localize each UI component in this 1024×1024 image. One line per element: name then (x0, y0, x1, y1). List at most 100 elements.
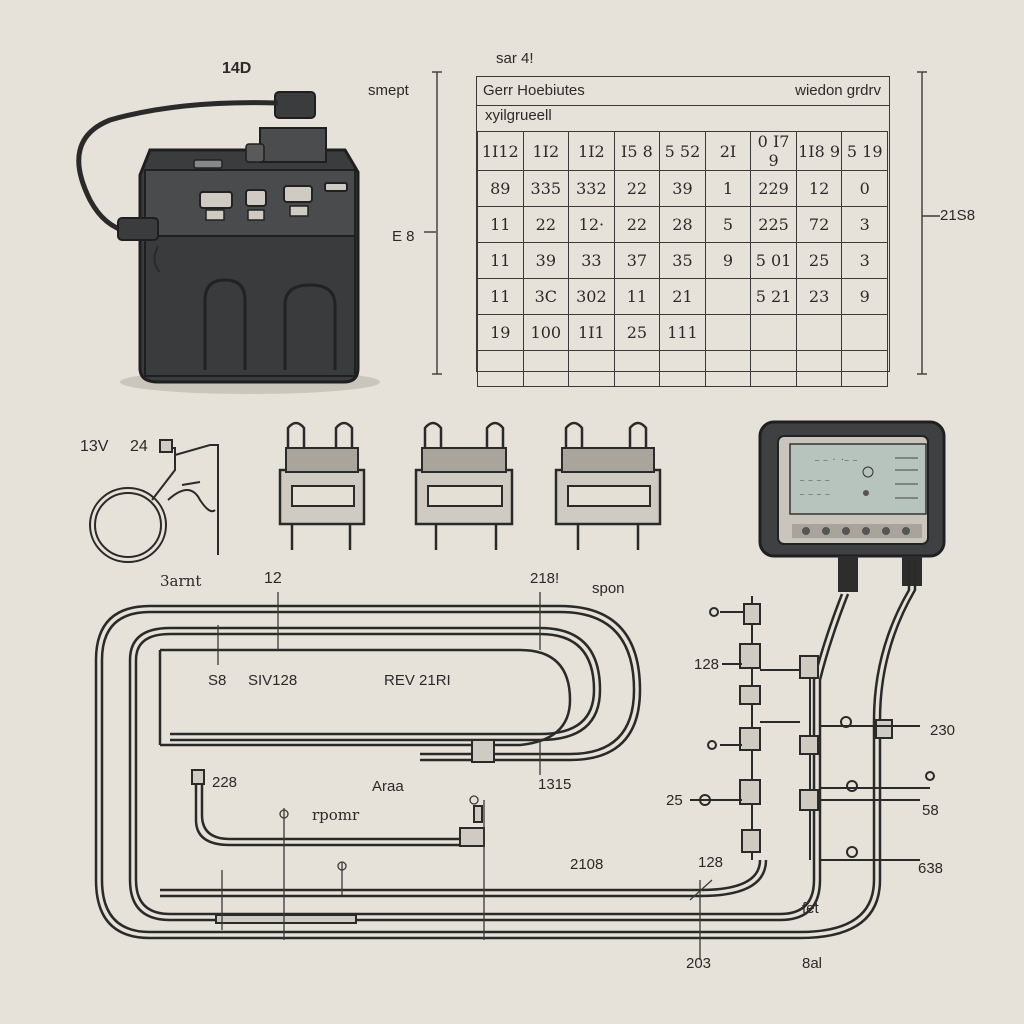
table-cell: 21 (659, 278, 706, 315)
table-header-right: wiedon grdrv (795, 82, 881, 99)
table-cell: 89 (477, 170, 524, 207)
table-cell (750, 314, 797, 351)
connector-label-58: 58 (922, 802, 939, 819)
column-header: 1I2 (522, 131, 570, 171)
table-cell: 25 (795, 242, 843, 279)
connector-label-128: 128 (694, 656, 720, 673)
table-dim-label: 21S8 (940, 207, 976, 224)
rpomr-label: rpomr (312, 806, 360, 824)
table-cell: 111 (659, 314, 706, 351)
table-cell: 37 (613, 242, 661, 279)
smept-label: smept (368, 82, 409, 99)
table-cell: 11 (613, 278, 661, 315)
column-header: 1I8 9 (795, 131, 843, 171)
table-cell: 5 21 (750, 278, 797, 315)
table-cell: 5 (704, 206, 752, 243)
label-203: 203 (686, 955, 712, 972)
table-cell: 25 (613, 314, 661, 351)
table-header: Gerr Hoebiutes wiedon grdrv (477, 77, 889, 106)
table-cell: 3 (841, 242, 888, 279)
fuse-block-2 (414, 421, 514, 550)
label-128: 128 (698, 854, 724, 871)
table-column-headers: 1I12 1I2 1I2 I5 8 5 52 2I 0 I7 9 1I8 9 5… (477, 131, 888, 171)
table-cell: 39 (522, 242, 570, 279)
top-title-label: sar 4! (496, 50, 534, 67)
label-12: 12 (264, 570, 282, 587)
table-header-left: Gerr Hoebiutes (483, 82, 585, 99)
label-218: 218! (530, 570, 560, 587)
column-header: 5 19 (841, 131, 888, 171)
table-cell: 11 (477, 206, 524, 243)
table-cell: 0 (841, 170, 888, 207)
table-cell (841, 314, 888, 351)
table-cell: 1 (704, 170, 752, 207)
fuse-block-1 (278, 421, 366, 550)
table-cell (477, 350, 524, 387)
coil-label-b: 24 (130, 438, 148, 455)
table-cell: 1I1 (568, 314, 615, 351)
svg-text:— — — —: — — — — (800, 476, 830, 484)
table-cell: 19 (477, 314, 524, 351)
column-header: 1I2 (568, 131, 615, 171)
table-cell (568, 350, 615, 387)
connector-label-25: 25 (666, 792, 683, 809)
battery (76, 91, 380, 394)
coil-label-a: 13V (80, 438, 109, 455)
battery-label: 14D (222, 60, 252, 77)
column-header: 1I12 (477, 131, 524, 171)
data-table: Gerr Hoebiutes wiedon grdrv xyilgrueell … (476, 76, 890, 387)
table-cell: 302 (568, 278, 615, 315)
table-cell: 11 (477, 278, 524, 315)
table-cell: 22 (522, 206, 570, 243)
connector-label-230: 230 (930, 722, 956, 739)
table-cell: 33 (568, 242, 615, 279)
table-cell: 332 (568, 170, 615, 207)
rev-label: REV 21RI (384, 672, 451, 689)
table-cell (795, 350, 843, 387)
dimension-lines (424, 71, 940, 375)
table-cell: 225 (750, 206, 797, 243)
column-header: I5 8 (613, 131, 661, 171)
table-cell (704, 350, 752, 387)
table-cell: 335 (522, 170, 570, 207)
table-cell: 12· (568, 206, 615, 243)
table-cell: 5 01 (750, 242, 797, 279)
connector-label-638: 638 (918, 860, 944, 877)
table-cell (659, 350, 706, 387)
label-2108: 2108 (570, 856, 604, 873)
table-cell (704, 278, 752, 315)
loop-connectors (191, 739, 495, 924)
table-subheader: xyilgrueell (485, 107, 552, 124)
table-cell (750, 350, 797, 387)
table-cell: 12 (795, 170, 843, 207)
column-header: 5 52 (659, 131, 706, 171)
svg-text:— — · ·— —: — — · ·— — (815, 456, 858, 464)
table-cell: 100 (522, 314, 570, 351)
column-header: 0 I7 9 (750, 131, 797, 171)
table-cell: 3 (841, 206, 888, 243)
spon-label: spon (592, 580, 625, 597)
table-cell: 23 (795, 278, 843, 315)
sv128-label: SIV128 (248, 672, 298, 689)
table-cell: 39 (659, 170, 706, 207)
table-cell: 72 (795, 206, 843, 243)
loop-wiring (94, 560, 917, 940)
coil (89, 439, 219, 563)
label-228: 228 (212, 774, 238, 791)
leader-lines (217, 592, 713, 960)
table-cell (704, 314, 752, 351)
table-grid: 1I12 1I2 1I2 I5 8 5 52 2I 0 I7 9 1I8 9 5… (477, 131, 888, 387)
sal-label: 8al (802, 955, 823, 972)
ref-label: fet (802, 900, 819, 917)
column-header: 2I (704, 131, 752, 171)
table-row (477, 350, 888, 387)
label-1315: 1315 (538, 776, 572, 793)
area-label: Araa (372, 778, 404, 795)
e8-label: E 8 (392, 228, 415, 245)
table-cell: 229 (750, 170, 797, 207)
